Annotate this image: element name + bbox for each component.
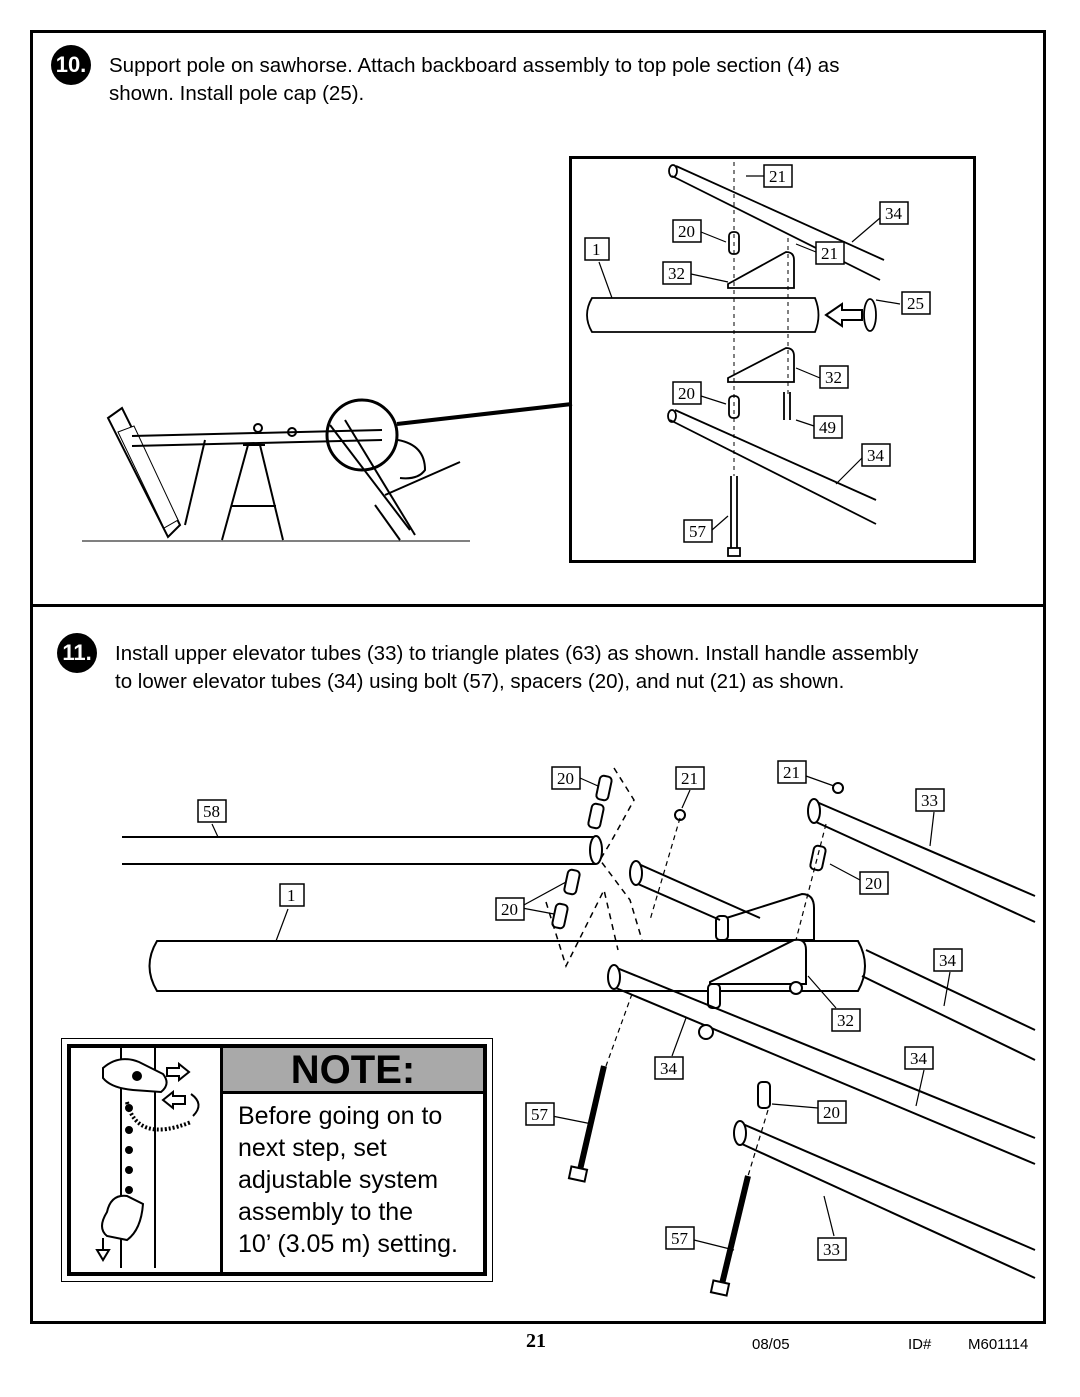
detail-label-49: 49 (819, 418, 836, 437)
label-21-b: 21 (783, 763, 800, 782)
label-20-d: 20 (823, 1103, 840, 1122)
label-21-a: 21 (681, 769, 698, 788)
step-10-badge: 10. (51, 45, 91, 85)
section-divider (30, 604, 1046, 607)
page-frame (30, 30, 1046, 1324)
note-line-1: Before going on to (238, 1102, 443, 1130)
detail-label-21-mid: 21 (821, 244, 838, 263)
label-34-c: 34 (660, 1059, 678, 1078)
label-20-c: 20 (865, 874, 882, 893)
step-10-instructions: Support pole on sawhorse. Attach backboa… (109, 52, 839, 108)
label-33-bottom: 33 (823, 1240, 840, 1259)
label-33-top: 33 (921, 791, 938, 810)
detail-label-20-bottom: 20 (678, 384, 695, 403)
step-11-badge: 11. (57, 633, 97, 673)
step-10-line-1: Support pole on sawhorse. Attach backboa… (109, 54, 840, 77)
note-box (67, 1044, 487, 1276)
step-10-line-2: shown. Install pole cap (25). (109, 82, 365, 105)
footer-model-number: M601114 (968, 1336, 1029, 1353)
handle-adjustment-icon (95, 1048, 200, 1268)
note-line-4: assembly to the (238, 1198, 414, 1226)
label-34-b: 34 (910, 1049, 928, 1068)
note-line-2: next step, set (238, 1134, 387, 1162)
detail-label-32-bottom: 32 (825, 368, 842, 387)
detail-label-57: 57 (689, 522, 707, 541)
label-32: 32 (837, 1011, 854, 1030)
detail-label-20-top: 20 (678, 222, 695, 241)
label-20-b: 20 (501, 900, 518, 919)
detail-label-34-bottom: 34 (867, 446, 885, 465)
label-20-a: 20 (557, 769, 574, 788)
label-57-b: 57 (671, 1229, 689, 1248)
note-text: Before going on to next step, set adjust… (238, 1100, 483, 1260)
detail-label-1: 1 (592, 240, 601, 259)
detail-label-21-top: 21 (769, 167, 786, 186)
label-34-a: 34 (939, 951, 957, 970)
note-heading: NOTE: (223, 1048, 483, 1094)
adjustment-handle-illustration (67, 1044, 223, 1276)
label-57-a: 57 (531, 1105, 549, 1124)
label-1: 1 (287, 886, 296, 905)
step-11-line-1: Install upper elevator tubes (33) to tri… (115, 642, 919, 665)
label-58: 58 (203, 802, 220, 821)
detail-label-25: 25 (907, 294, 924, 313)
page-number: 21 (526, 1330, 546, 1352)
note-line-5: 10’ (3.05 m) setting. (238, 1230, 459, 1258)
step-10-detail-box (569, 156, 976, 563)
note-line-3: adjustable system (238, 1166, 439, 1194)
footer-id-label: ID# (908, 1336, 932, 1353)
note-outer-border (61, 1038, 493, 1282)
detail-label-32-top: 32 (668, 264, 685, 283)
step-11-instructions: Install upper elevator tubes (33) to tri… (115, 640, 918, 696)
footer-date: 08/05 (752, 1336, 790, 1353)
detail-label-34-top: 34 (885, 204, 903, 223)
step-11-line-2: to lower elevator tubes (34) using bolt … (115, 670, 845, 693)
